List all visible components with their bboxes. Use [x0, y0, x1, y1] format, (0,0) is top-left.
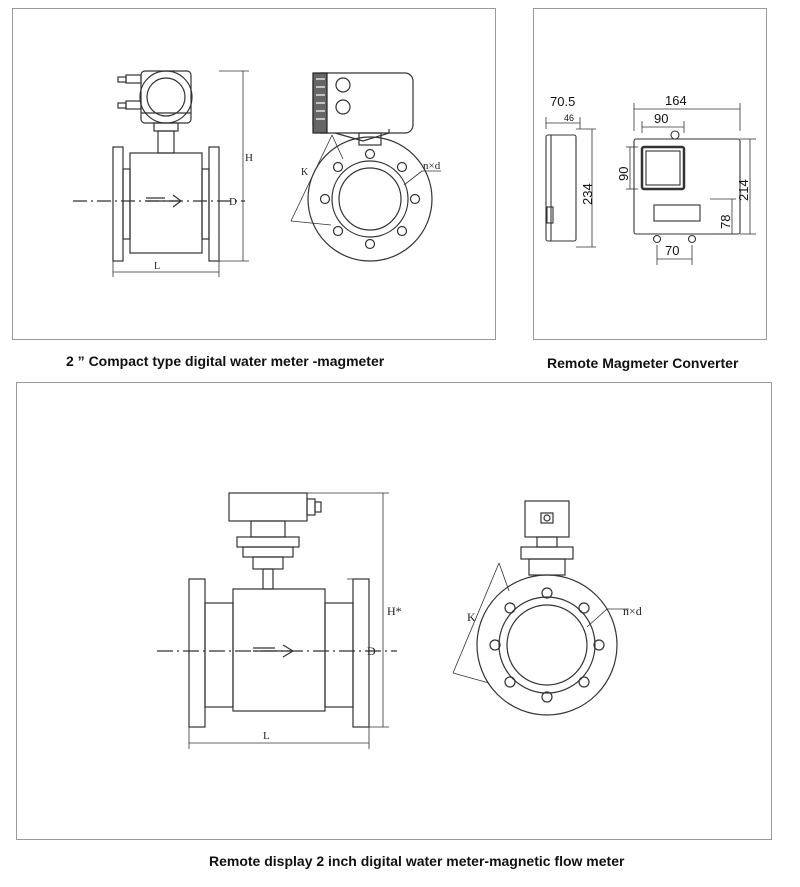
remote-bolt-circle-label: K [467, 610, 476, 624]
remote-holes-label: n×d [623, 604, 642, 618]
compact-length-label: L [154, 261, 160, 272]
compact-height-label: H [245, 152, 253, 164]
converter-drawing: 70.5 46 234 [545, 93, 756, 265]
compact-diameter-label: D [229, 196, 237, 208]
remote-side-view [157, 492, 397, 749]
remote-drawing-panel: H* D L K n×d [16, 382, 772, 840]
converter-caption: Remote Magmeter Converter [547, 355, 739, 371]
converter-front-view [626, 103, 756, 265]
compact-drawing-panel: H D L [12, 8, 496, 340]
compact-front-view [290, 72, 441, 262]
remote-front-view [452, 500, 629, 716]
compact-caption: 2 ” Compact type digital water meter -ma… [66, 353, 385, 369]
converter-window-width-dim: 90 [654, 111, 668, 126]
converter-depth-dim: 70.5 [550, 94, 575, 109]
converter-height-dim: 234 [580, 183, 595, 205]
compact-holes-label: n×d [423, 160, 441, 172]
compact-side-view [73, 70, 249, 277]
remote-height-label: H* [387, 604, 402, 618]
remote-caption: Remote display 2 inch digital water mete… [209, 853, 625, 869]
converter-side-view [545, 117, 596, 248]
converter-width-dim: 164 [665, 93, 687, 108]
compact-bolt-circle-label: K [301, 167, 309, 178]
converter-depth-inner-dim: 46 [564, 113, 574, 123]
remote-length-label: L [263, 730, 270, 742]
converter-bottom-offset-dim: 78 [718, 215, 733, 229]
remote-diameter-label: D [367, 644, 376, 658]
compact-drawing: H D L [73, 70, 441, 277]
converter-mount-spacing-dim: 70 [665, 243, 679, 258]
converter-body-height-dim: 214 [736, 179, 751, 201]
converter-window-height-dim: 90 [616, 167, 631, 181]
remote-drawing: H* D L K n×d [157, 492, 642, 749]
converter-drawing-panel: 70.5 46 234 [533, 8, 767, 340]
